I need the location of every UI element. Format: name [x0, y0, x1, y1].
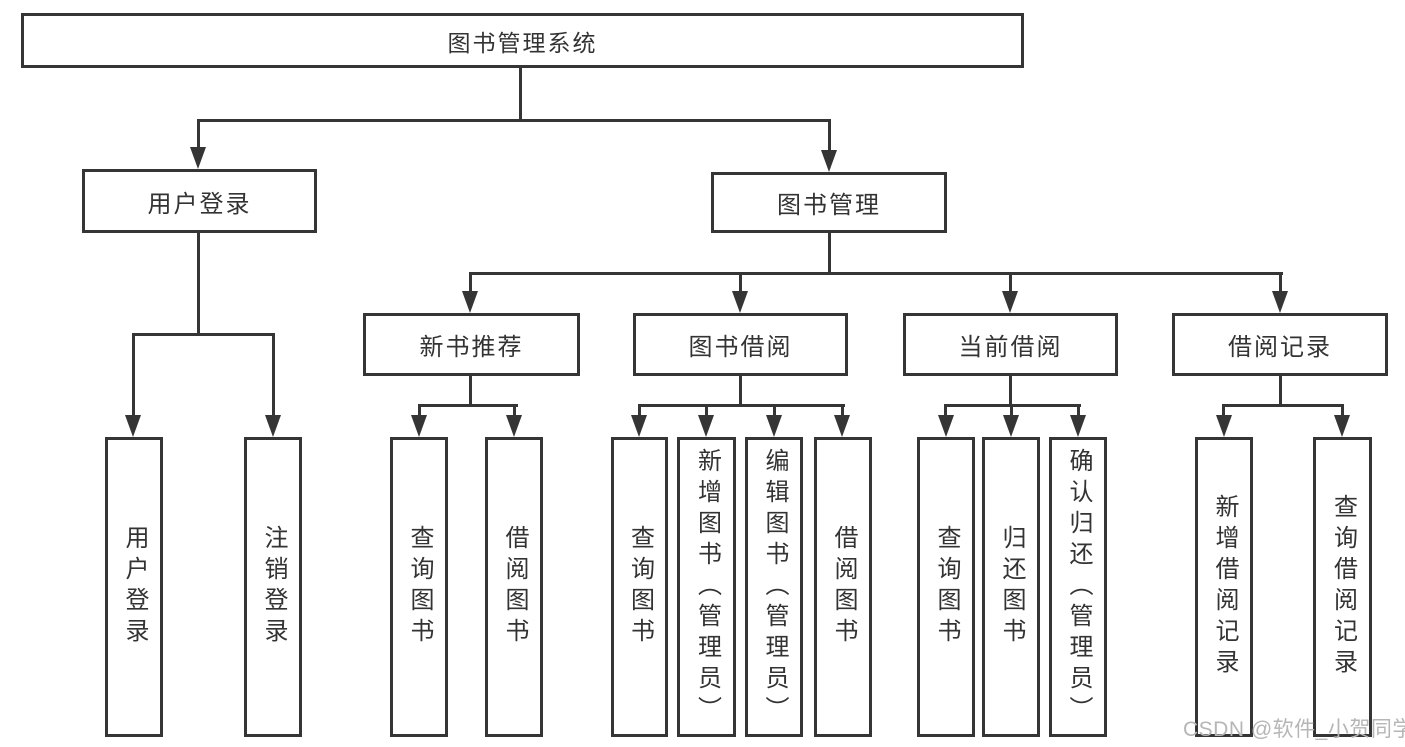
arrowhead-new-book-recommendation [462, 291, 478, 313]
node-bb-edit-books-admin: 编辑图书（管理员） [745, 437, 803, 737]
node-logout-leaf: 注销登录 [244, 437, 302, 737]
arrowhead-borrowing-records [1272, 291, 1288, 313]
node-label: 新增图书（管理员） [693, 447, 721, 727]
node-label: 查询图书 [626, 525, 654, 649]
node-label: 注销登录 [260, 525, 287, 649]
node-borrowing-records: 借阅记录 [1172, 313, 1388, 376]
connector-br-stub [1279, 376, 1282, 407]
connector-l3-branch [469, 272, 1283, 275]
node-label: 查询图书 [406, 525, 433, 649]
connector-nb-stub [469, 376, 472, 407]
node-label: 确认归还（管理员） [1065, 447, 1092, 727]
connector-l3-drop-1 [469, 272, 472, 293]
connector-login-drop-2 [272, 333, 275, 417]
node-book-management: 图书管理 [711, 172, 947, 233]
node-book-management-system: 图书管理系统 [21, 13, 1024, 68]
arrowhead-book-borrowing [732, 291, 748, 313]
node-br-add-record: 新增借阅记录 [1195, 437, 1253, 737]
arrowhead-logout-leaf [265, 415, 281, 437]
arrowhead-br-add [1216, 415, 1232, 437]
connector-login-drop-1 [132, 333, 135, 417]
connector-l2-stub-right [828, 119, 831, 152]
connector-cb-drop-3 [1077, 404, 1080, 419]
node-label: 用户登录 [121, 525, 148, 649]
connector-bb-drop-2 [705, 404, 708, 419]
csdn-watermark: CSDN @软件_小贺同学 [1183, 718, 1405, 741]
connector-bb-branch [638, 404, 845, 407]
connector-bb-drop-1 [638, 404, 641, 419]
node-cb-query-books: 查询图书 [917, 437, 975, 737]
connector-l3-drop-4 [1279, 272, 1282, 293]
connector-br-drop-2 [1341, 404, 1344, 419]
connector-login-stub [197, 233, 200, 336]
arrowhead-cb-confirm [1070, 415, 1086, 437]
node-cb-confirm-return-admin: 确认归还（管理员） [1049, 437, 1107, 737]
connector-nb-drop-2 [513, 404, 516, 419]
arrowhead-bb-edit [766, 415, 782, 437]
node-label: 查询图书 [933, 525, 960, 649]
node-br-query-record: 查询借阅记录 [1313, 437, 1372, 737]
node-nb-query-books: 查询图书 [390, 437, 448, 737]
arrowhead-user-login-leaf [125, 415, 141, 437]
connector-cb-stub [1009, 376, 1012, 407]
node-bb-borrow-books: 借阅图书 [814, 437, 872, 737]
connector-l2-branch [197, 119, 831, 122]
connector-cb-drop-1 [944, 404, 947, 419]
arrowhead-nb-borrow [506, 415, 522, 437]
node-bb-query-books: 查询图书 [611, 437, 668, 737]
node-new-book-recommendation: 新书推荐 [363, 313, 580, 376]
node-nb-borrow-books: 借阅图书 [485, 437, 543, 737]
node-label: 新增借阅记录 [1211, 494, 1238, 680]
connector-login-branch [132, 333, 275, 336]
arrowhead-cb-return [1003, 415, 1019, 437]
connector-nb-branch [418, 404, 518, 407]
node-current-borrowing: 当前借阅 [903, 313, 1118, 376]
connector-cb-drop-2 [1010, 404, 1013, 419]
node-book-borrowing: 图书借阅 [633, 313, 848, 376]
node-label: 用户登录 [147, 190, 252, 218]
node-label: 借阅图书 [501, 525, 528, 649]
connector-l2-stub-left [197, 119, 200, 149]
node-label: 借阅记录 [1228, 334, 1332, 361]
node-user-login: 用户登录 [82, 169, 317, 233]
arrowhead-bb-borrow [834, 415, 850, 437]
node-label: 当前借阅 [958, 334, 1063, 361]
connector-root-stub [519, 68, 522, 122]
node-label: 编辑图书（管理员） [761, 447, 788, 727]
node-label: 查询借阅记录 [1329, 494, 1357, 680]
connector-l3-drop-2 [739, 272, 742, 293]
node-label: 归还图书 [998, 525, 1025, 649]
arrowhead-br-query [1334, 415, 1350, 437]
connector-mgmt-stub [828, 233, 831, 275]
connector-br-branch [1222, 404, 1344, 407]
arrowhead-bb-add [698, 415, 714, 437]
connector-l3-drop-3 [1009, 272, 1012, 293]
node-label: 图书管理系统 [447, 29, 598, 56]
node-label: 图书管理 [777, 192, 881, 219]
arrowhead-user-login [190, 147, 206, 169]
arrowhead-bb-query [631, 415, 647, 437]
connector-nb-drop-1 [418, 404, 421, 419]
node-label: 图书借阅 [688, 334, 793, 361]
connector-bb-drop-4 [841, 404, 844, 419]
node-bb-add-books-admin: 新增图书（管理员） [677, 437, 736, 737]
arrowhead-book-management [821, 150, 837, 172]
connector-bb-drop-3 [773, 404, 776, 419]
node-label: 借阅图书 [830, 525, 857, 649]
arrowhead-cb-query [938, 415, 954, 437]
node-cb-return-books: 归还图书 [982, 437, 1040, 737]
arrowhead-current-borrowing [1002, 291, 1018, 313]
node-label: 新书推荐 [419, 334, 524, 361]
arrowhead-nb-query [411, 415, 427, 437]
connector-br-drop-1 [1222, 404, 1225, 419]
connector-bb-stub [739, 376, 742, 407]
node-user-login-leaf: 用户登录 [105, 437, 163, 737]
